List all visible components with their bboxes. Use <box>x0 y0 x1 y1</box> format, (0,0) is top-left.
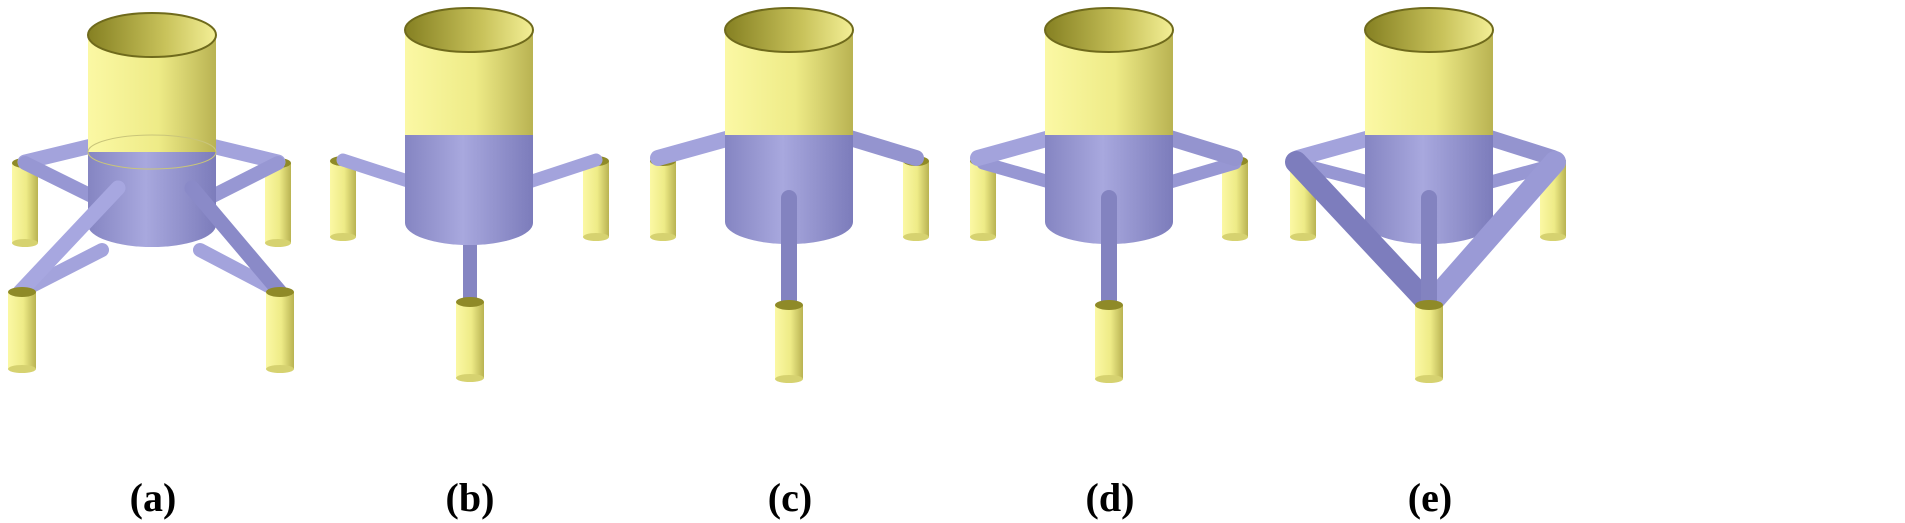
arms-c <box>650 130 924 166</box>
pontoon-e-front <box>1415 300 1443 383</box>
panel-label-a: (a) <box>129 475 177 520</box>
panel-label-b: (b) <box>445 475 495 520</box>
panel-b-platform <box>330 7 609 382</box>
panel-label-e: (e) <box>1407 475 1453 520</box>
pontoon-d-right <box>1222 156 1248 241</box>
pontoon-c-right <box>903 156 929 241</box>
panel-label-d: (d) <box>1085 475 1135 520</box>
diagonal-braces-a <box>12 180 288 300</box>
pontoon-d-left <box>970 156 996 241</box>
panel-e-platform <box>1285 7 1566 383</box>
pontoon-b-front <box>456 297 484 382</box>
center-column-d <box>1044 7 1174 244</box>
pontoon-a-front-right <box>266 287 294 373</box>
center-column-e <box>1364 7 1494 244</box>
truss-front-e <box>1285 151 1566 313</box>
panel-c-platform <box>650 7 929 383</box>
center-column-a <box>87 12 217 247</box>
pontoon-c-front <box>775 300 803 383</box>
panel-label-c: (c) <box>767 475 813 520</box>
center-column-b <box>404 7 534 245</box>
panel-d-platform <box>970 7 1248 383</box>
pontoon-c-left <box>650 156 676 241</box>
pontoon-a-front-left <box>8 287 36 373</box>
pontoon-d-front <box>1095 300 1123 383</box>
center-column-c <box>724 7 854 244</box>
panel-a-platform <box>8 12 294 373</box>
